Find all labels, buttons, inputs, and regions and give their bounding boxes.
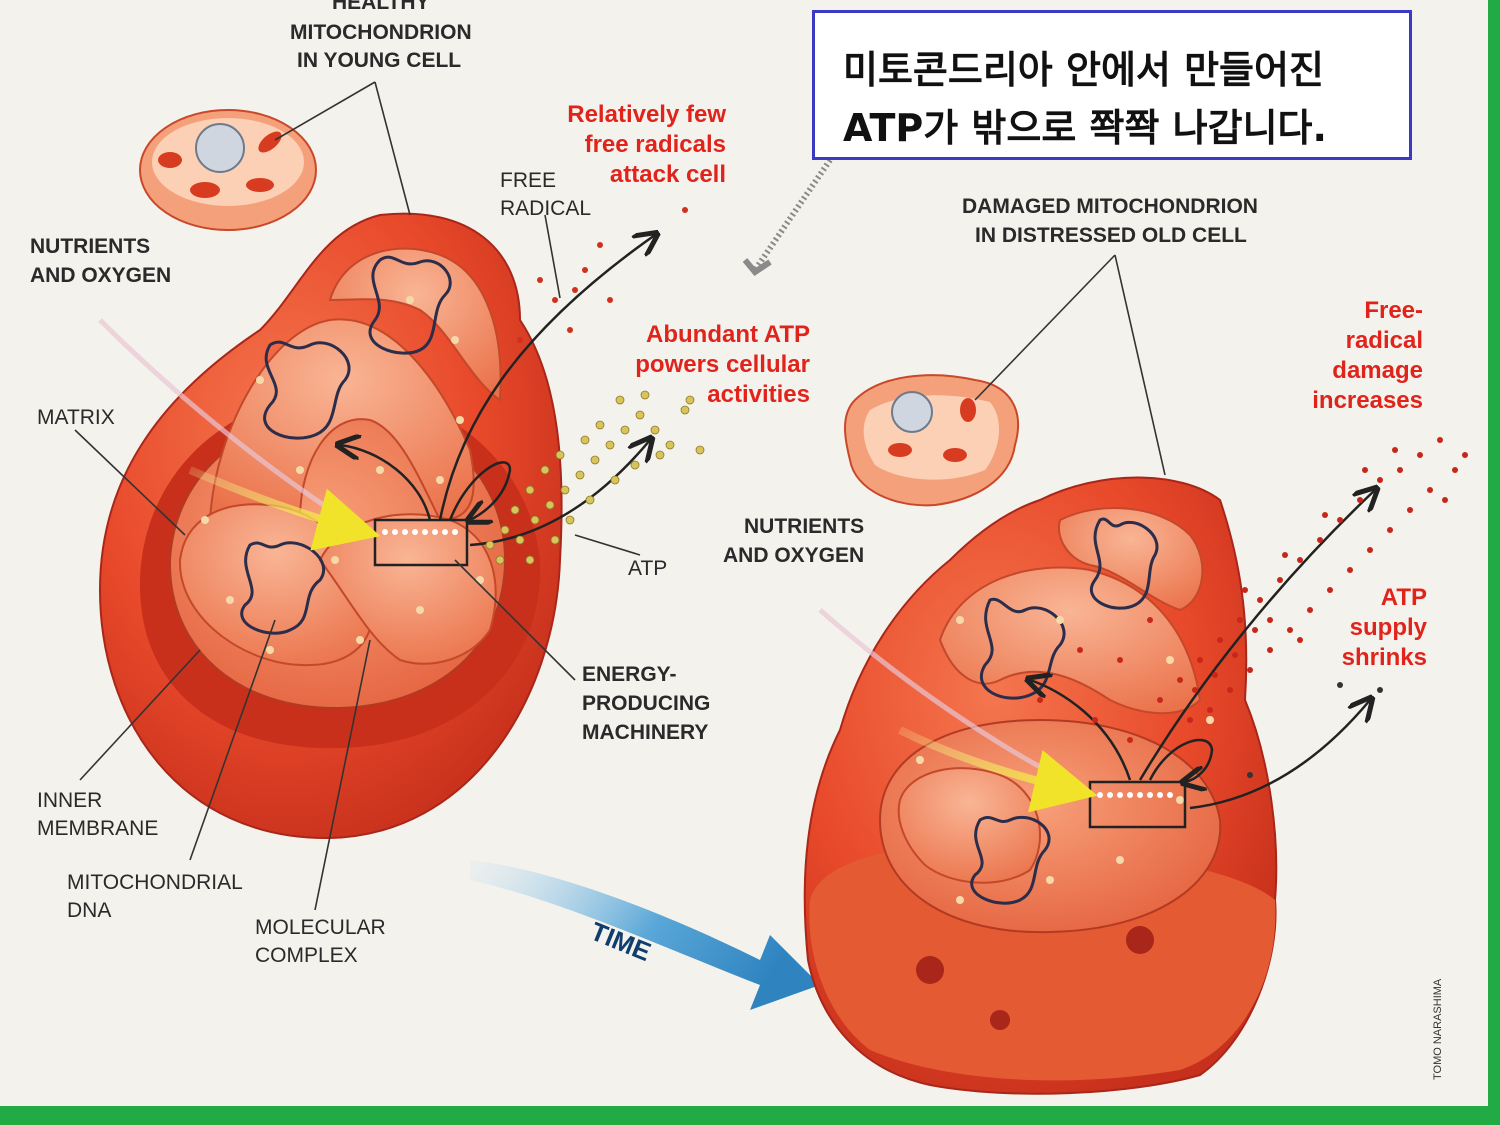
free-radical-label-line1: FREE xyxy=(500,169,557,192)
callout-line-2: ATP가 밖으로 쫙쫙 나갑니다. xyxy=(843,106,1327,150)
time-arrow xyxy=(470,860,820,1010)
abundant-atp-line3: activities xyxy=(707,381,810,408)
energy-line1: ENERGY- xyxy=(582,663,677,686)
right-atp-line1: ATP xyxy=(1380,584,1427,611)
korean-callout-box: 미토콘드리아 안에서 만들어진 ATP가 밖으로 쫙쫙 나갑니다. xyxy=(812,10,1412,160)
callout-pointer xyxy=(752,158,833,272)
right-atp-line3: shrinks xyxy=(1341,644,1427,671)
right-free-radical-line4: increases xyxy=(1312,387,1423,414)
right-free-radical-line3: damage xyxy=(1332,357,1423,384)
damaged-mitochondrion xyxy=(803,476,1375,1095)
inner-membrane-line1: INNER xyxy=(37,789,103,812)
left-nutrients-line1: NUTRIENTS xyxy=(30,235,151,258)
right-free-radical-line2: radical xyxy=(1345,327,1423,354)
healthy-title-line0: HEALTHY xyxy=(332,0,430,14)
mtdna-line2: DNA xyxy=(67,899,112,922)
atp-particle-cloud xyxy=(485,390,705,565)
matrix-label: MATRIX xyxy=(37,406,115,429)
free-radical-label-line2: RADICAL xyxy=(500,197,592,220)
complex-line2: COMPLEX xyxy=(255,944,358,967)
left-nutrients-line2: AND OXYGEN xyxy=(30,264,172,287)
abundant-atp-line2: powers cellular xyxy=(635,351,810,378)
free-radical-dots-left xyxy=(517,207,688,343)
illustrator-credit: TOMO NARASHIMA xyxy=(1432,978,1444,1080)
complex-line1: MOLECULAR xyxy=(255,916,386,939)
atp-label-left: ATP xyxy=(628,557,668,580)
callout-pointer-head xyxy=(742,258,772,276)
right-nutrients-line2: AND OXYGEN xyxy=(723,544,865,567)
inner-membrane-line2: MEMBRANE xyxy=(37,817,159,840)
few-radicals-line2: free radicals xyxy=(584,131,726,158)
damaged-title-line1: DAMAGED MITOCHONDRION xyxy=(962,195,1258,218)
damaged-title-line2: IN DISTRESSED OLD CELL xyxy=(975,224,1247,247)
abundant-atp-line1: Abundant ATP xyxy=(646,321,810,348)
energy-line3: MACHINERY xyxy=(582,721,709,744)
few-radicals-line1: Relatively few xyxy=(567,101,726,128)
healthy-title-line2: IN YOUNG CELL xyxy=(297,49,462,72)
leader-lines xyxy=(74,81,1166,911)
free-radical-dots-right xyxy=(1037,437,1468,743)
right-nutrients-line1: NUTRIENTS xyxy=(744,515,865,538)
atp-dots-right xyxy=(1247,682,1383,778)
healthy-mitochondrion xyxy=(98,212,655,840)
callout-line-1: 미토콘드리아 안에서 만들어진 xyxy=(843,48,1324,92)
energy-line2: PRODUCING xyxy=(582,692,711,715)
right-free-radical-line1: Free- xyxy=(1364,297,1423,324)
old-cell-icon xyxy=(844,374,1020,507)
right-atp-line2: supply xyxy=(1349,614,1427,641)
few-radicals-line3: attack cell xyxy=(609,161,726,188)
frame-right xyxy=(1488,0,1500,1125)
frame-bottom xyxy=(0,1106,1500,1125)
mtdna-line1: MITOCHONDRIAL xyxy=(67,871,243,894)
healthy-title-line1: MITOCHONDRION xyxy=(290,21,472,44)
young-cell-icon xyxy=(139,109,317,231)
